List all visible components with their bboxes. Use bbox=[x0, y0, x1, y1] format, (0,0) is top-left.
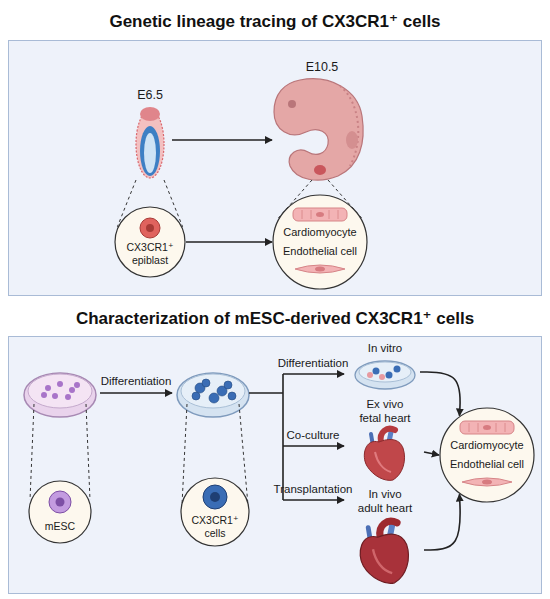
panel-heading-row: Characterization of mESC-derived CX3CR1⁺… bbox=[8, 302, 542, 336]
panel-box: Characterization of mESC-derived CX3CR1⁺… bbox=[8, 302, 542, 594]
circle-text-area: CardiomyocyteEndothelial cell bbox=[439, 407, 535, 503]
circle-text-area: CardiomyocyteEndothelial cell bbox=[272, 194, 368, 290]
zoom-circle: CardiomyocyteEndothelial cell bbox=[272, 194, 368, 290]
stage-label: E10.5 bbox=[272, 60, 372, 75]
circle-outline bbox=[272, 194, 368, 290]
zoom-circle: mESC bbox=[28, 480, 92, 544]
arrow-label: Co-culture bbox=[286, 429, 339, 443]
step-label: In vitro bbox=[350, 342, 420, 356]
panel-heading-row: Genetic lineage tracing of CX3CR1⁺ cells bbox=[8, 4, 542, 40]
embryo-stage: E10.5 bbox=[272, 60, 372, 180]
circle-outline bbox=[28, 480, 92, 544]
cell-label: CX3CR1⁺ epiblast bbox=[121, 241, 179, 266]
cell-label: mESC bbox=[32, 520, 88, 532]
cell-label: Endothelial cell bbox=[442, 458, 532, 471]
circle-text-area: CX3CR1⁺ epiblast bbox=[114, 206, 186, 278]
cell-label: Cardiomyocyte bbox=[275, 226, 365, 239]
experiment-step: Ex vivo fetal heart bbox=[346, 398, 424, 482]
experiment-step: In vivo adult heart bbox=[346, 488, 424, 588]
cell-label: Cardiomyocyte bbox=[442, 439, 532, 452]
circle-shape bbox=[29, 481, 91, 543]
panel-frame bbox=[8, 40, 542, 296]
zoom-circle: CX3CR1⁺ cells bbox=[180, 477, 250, 547]
cell-label: Endothelial cell bbox=[275, 245, 365, 258]
arrow-label: Differentiation bbox=[101, 375, 172, 389]
circle-shape bbox=[115, 207, 185, 277]
circle-shape bbox=[273, 195, 367, 289]
step-label: In vivo adult heart bbox=[356, 488, 414, 515]
step-label: Ex vivo fetal heart bbox=[356, 398, 414, 425]
experiment-step: In vitro bbox=[350, 342, 420, 390]
circle-text-area: CX3CR1⁺ cells bbox=[180, 477, 250, 547]
circle-shape bbox=[440, 408, 534, 502]
circle-text-area: mESC bbox=[28, 480, 92, 544]
cell-label: CX3CR1⁺ cells bbox=[187, 514, 243, 539]
arrow-label: Differentiation bbox=[278, 357, 349, 371]
stage-label: E6.5 bbox=[128, 88, 172, 103]
arrow-label: Transplantation bbox=[274, 483, 353, 497]
zoom-circle: CardiomyocyteEndothelial cell bbox=[439, 407, 535, 503]
embryo-stage: E6.5 bbox=[128, 88, 172, 180]
panel-box: Genetic lineage tracing of CX3CR1⁺ cells… bbox=[8, 4, 542, 296]
zoom-circle: CX3CR1⁺ epiblast bbox=[114, 206, 186, 278]
circle-outline bbox=[439, 407, 535, 503]
panel-heading: Characterization of mESC-derived CX3CR1⁺… bbox=[76, 309, 474, 329]
circle-shape bbox=[181, 478, 249, 546]
panel-heading: Genetic lineage tracing of CX3CR1⁺ cells bbox=[109, 12, 440, 32]
